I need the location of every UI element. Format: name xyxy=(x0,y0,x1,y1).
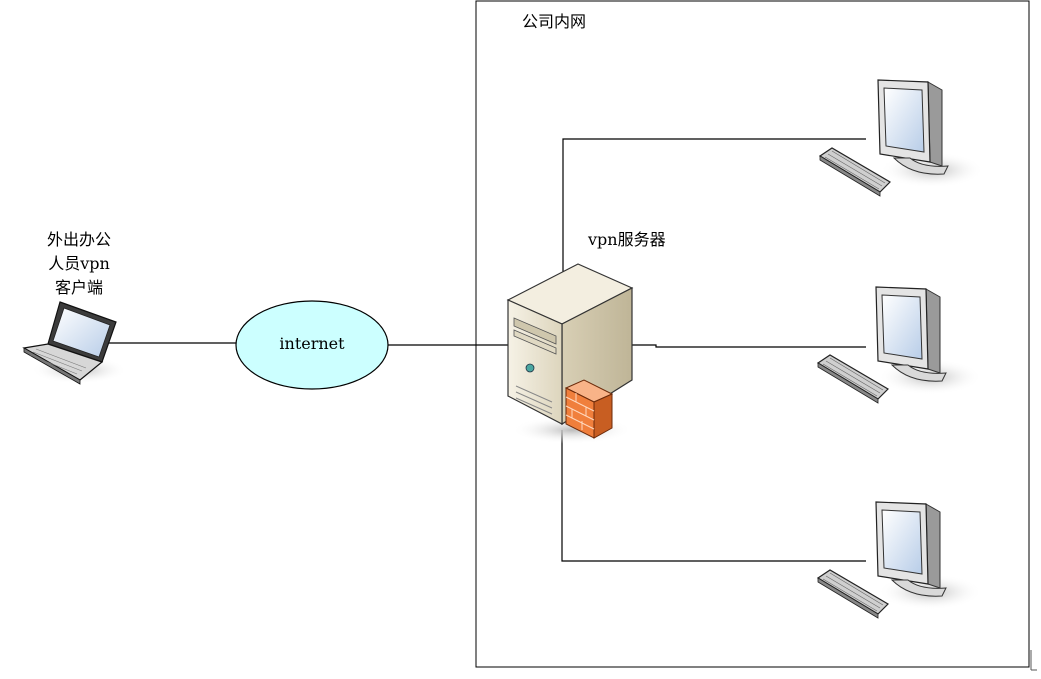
firewall-icon xyxy=(564,379,614,439)
line-server-to-workstation-1 xyxy=(562,138,866,320)
client-label-line-1: 外出办公 xyxy=(46,230,111,249)
workstation-1-icon xyxy=(819,79,985,197)
laptop-icon xyxy=(22,301,127,385)
server-label: vpn服务器 xyxy=(588,230,666,249)
internet-label: internet xyxy=(279,334,345,353)
internet-cloud xyxy=(235,300,389,390)
workstation-3-icon xyxy=(817,501,983,619)
workstation-2-icon xyxy=(817,286,983,404)
connection-lines xyxy=(108,138,866,562)
intranet-label: 公司内网 xyxy=(522,12,587,31)
line-server-to-workstation-3 xyxy=(561,430,866,562)
client-label: 外出办公 人员vpn 客户端 xyxy=(24,228,134,300)
client-label-line-2: 人员vpn xyxy=(48,254,110,273)
client-label-line-3: 客户端 xyxy=(54,278,103,297)
text-cursor-icon xyxy=(1030,650,1037,671)
intranet-boundary xyxy=(475,0,1030,668)
